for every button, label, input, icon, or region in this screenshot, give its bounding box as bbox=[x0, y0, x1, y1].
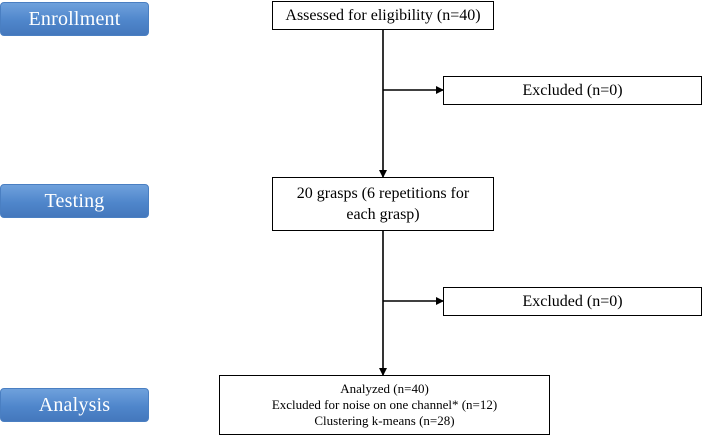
stage-testing: Testing bbox=[0, 184, 149, 218]
stage-analysis-label: Analysis bbox=[38, 393, 111, 416]
box-grasps-line-2: each grasp) bbox=[346, 206, 420, 223]
stage-testing-label: Testing bbox=[44, 189, 105, 212]
box-grasps: 20 grasps (6 repetitions for each grasp) bbox=[272, 177, 494, 231]
box-excluded-1: Excluded (n=0) bbox=[443, 76, 702, 105]
box-excluded-2-text: Excluded (n=0) bbox=[522, 293, 623, 310]
stage-analysis: Analysis bbox=[0, 388, 149, 422]
box-analysis-line-excluded-noise: Excluded for noise on one channel* (n=12… bbox=[271, 397, 498, 412]
box-analysis-line-analyzed: Analyzed (n=40) bbox=[340, 381, 429, 396]
box-excluded-1-text: Excluded (n=0) bbox=[522, 82, 623, 99]
stage-enrollment-label: Enrollment bbox=[28, 7, 121, 30]
box-analysis-line-clustering: Clustering k-means (n=28) bbox=[314, 413, 455, 428]
box-analysis: Analyzed (n=40) Excluded for noise on on… bbox=[219, 375, 550, 435]
box-assessed: Assessed for eligibility (n=40) bbox=[272, 1, 494, 30]
stage-enrollment: Enrollment bbox=[0, 2, 149, 36]
box-excluded-2: Excluded (n=0) bbox=[443, 287, 702, 316]
box-grasps-line-1: 20 grasps (6 repetitions for bbox=[296, 185, 470, 202]
box-assessed-text: Assessed for eligibility (n=40) bbox=[285, 7, 481, 24]
